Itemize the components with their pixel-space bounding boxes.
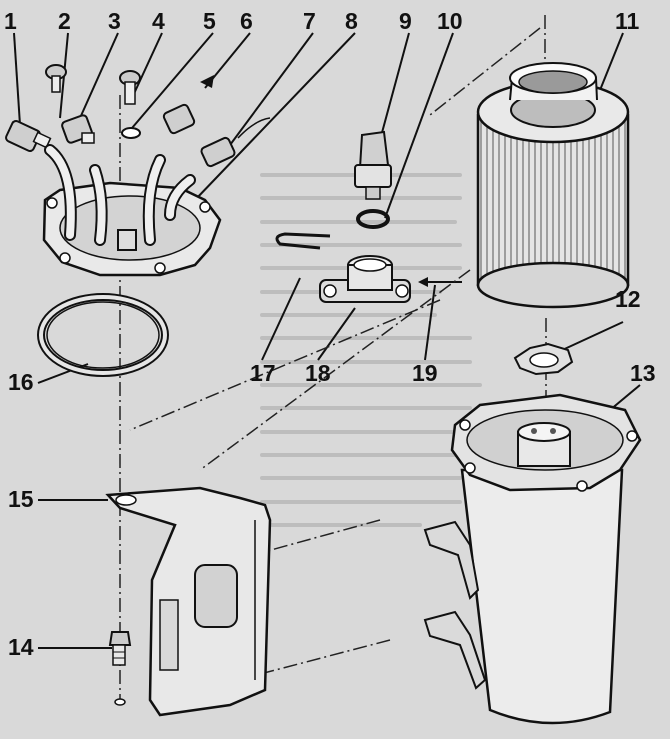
seal-ring-12 [513,342,574,376]
washer-5 [121,127,141,139]
sealing-ring-16 [37,293,169,377]
label-14: 14 [8,634,34,660]
filter-housing-13 [423,393,642,725]
clip-17 [275,232,331,250]
valve-body-18 [319,255,411,303]
label-15: 15 [8,486,34,512]
label-7: 7 [303,8,316,34]
connector-3 [61,114,95,144]
mounting-bracket-15 [105,486,272,717]
connector-7 [200,117,271,168]
label-5: 5 [203,8,216,34]
bolt-14 [108,631,132,706]
label-13: 13 [630,360,656,386]
label-9: 9 [399,8,412,34]
label-8: 8 [345,8,358,34]
label-11: 11 [615,8,640,34]
label-16: 16 [8,369,34,395]
label-10: 10 [437,8,463,34]
bolt-2 [45,64,67,93]
bolt-4 [119,70,141,105]
label-4: 4 [152,8,165,34]
label-1: 1 [4,8,17,34]
temp-sensor-9 [354,130,392,200]
label-18: 18 [305,360,331,386]
label-6: 6 [240,8,253,34]
filter-cartridge-11 [476,62,630,309]
label-2: 2 [58,8,71,34]
connector-1 [5,120,52,152]
label-17: 17 [250,360,276,386]
label-12: 12 [615,286,641,312]
label-19: 19 [412,360,438,386]
o-ring-10 [356,209,390,229]
connector-6 [162,103,196,135]
filter-lid-8 [42,144,222,277]
label-3: 3 [108,8,121,34]
